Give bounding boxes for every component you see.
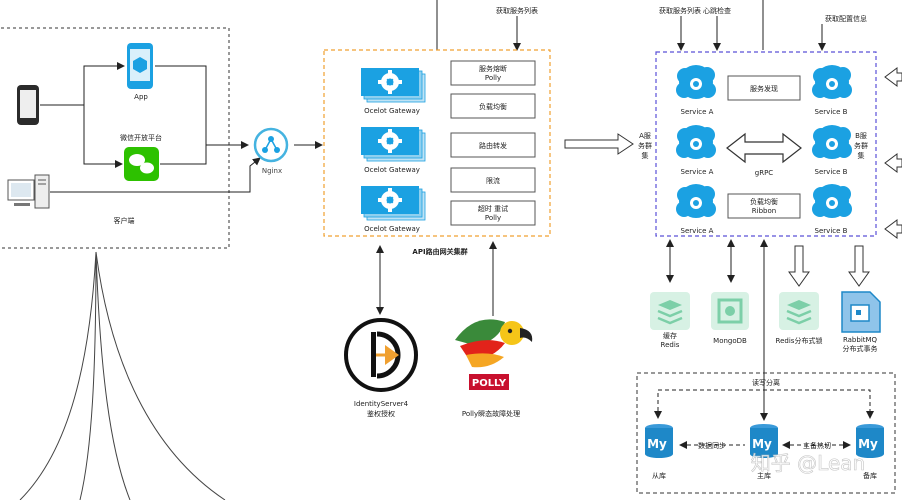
mongodb-icon <box>711 292 749 330</box>
wechat-label: 微信开放平台 <box>120 133 162 142</box>
ribbon-label: Ribbon <box>752 207 776 215</box>
redis-cache-icon <box>650 292 690 330</box>
hollow-down-arrows <box>788 245 870 287</box>
master-db-label: 主库 <box>757 471 771 480</box>
mysql-logo-text: My <box>858 437 878 451</box>
service-b-label: Service B <box>815 168 848 176</box>
ocelot-gateway-label: Ocelot Gateway <box>364 166 420 174</box>
service-a-label: Service A <box>681 168 714 176</box>
feature-line2: Polly <box>485 74 501 82</box>
cluster-b-label: B服 <box>855 132 867 140</box>
fetch-service-list-label-left: 获取服务列表 <box>496 6 538 15</box>
distributed-transaction-label: 分布式事务 <box>843 344 878 353</box>
gateway-feature-box: 限流 <box>450 167 536 193</box>
polly-parrot-logo-icon: POLLY <box>455 319 533 390</box>
top-arrows <box>436 0 826 51</box>
rabbitmq-label: RabbitMQ <box>843 336 878 344</box>
ocelot-gateway-label: Ocelot Gateway <box>364 107 420 115</box>
mysql-logo-text: My <box>647 437 667 451</box>
cloud-icon <box>676 184 716 218</box>
cluster-a-label: 集 <box>642 151 649 160</box>
read-write-split-label: 读写分离 <box>752 378 780 387</box>
service-cluster-border <box>655 51 877 237</box>
mysql-slave-icon: My <box>645 424 673 458</box>
identityserver-sublabel: 鉴权授权 <box>367 409 395 418</box>
client-area-border <box>0 27 230 249</box>
gateway-feature-box: 负载均衡 <box>450 93 536 119</box>
service-a-label: Service A <box>681 227 714 235</box>
database-area-border <box>636 372 896 494</box>
cloud-icon <box>812 125 852 159</box>
gear-icon <box>360 126 426 162</box>
cluster-b-label: 集 <box>858 151 865 160</box>
gateway-to-cluster-arrow <box>564 133 634 155</box>
service-a-label: Service A <box>681 108 714 116</box>
load-balance-ribbon-box: 负载均衡 Ribbon <box>727 193 801 219</box>
identityserver-logo-icon <box>344 318 418 392</box>
fetch-service-list-label-right: 获取服务列表 <box>659 6 701 15</box>
service-discovery-box: 服务发现 <box>727 75 801 101</box>
cloud-icon <box>812 184 852 218</box>
phone-icon <box>17 85 39 125</box>
fetch-config-label: 获取配置信息 <box>825 14 867 23</box>
gateway-cluster-label: API路由网关集群 <box>412 247 467 256</box>
data-sync-label: 数据同步 <box>698 441 726 450</box>
desktop-computer-icon <box>7 174 50 209</box>
feature-line1: 超时 重试 <box>478 204 508 213</box>
mongodb-label: MongoDB <box>713 337 747 345</box>
grpc-double-arrow <box>726 132 802 164</box>
app-label: App <box>134 93 148 101</box>
grpc-label: gRPC <box>755 169 774 177</box>
client-section-label: 客户端 <box>114 216 135 225</box>
redis-distributed-lock-icon <box>779 292 819 330</box>
cloud-icon <box>812 65 852 99</box>
incoming-arrows-right <box>884 67 902 239</box>
service-b-label: Service B <box>815 227 848 235</box>
feature-line1: 服务熔断 <box>479 64 507 73</box>
cluster-a-label: 务群 <box>638 141 652 150</box>
load-balance-label: 负载均衡 <box>750 197 778 206</box>
polly-caption: Polly瞬态故障处理 <box>462 409 520 418</box>
redis-label: Redis <box>661 341 680 349</box>
feature-line1: 负载均衡 <box>479 102 507 111</box>
client-connectors <box>40 62 323 193</box>
app-icon <box>127 43 153 89</box>
gateway-cluster-border <box>323 49 551 237</box>
mysql-master-icon: My <box>750 424 778 458</box>
hot-standby-label: 主备热切 <box>803 441 831 450</box>
redis-distributed-lock-label: Redis分布式锁 <box>776 336 823 345</box>
gear-icon <box>360 185 426 221</box>
feature-line1: 限流 <box>486 176 500 185</box>
watermark: 知乎 @Lean <box>751 451 865 475</box>
slave-db-label: 从库 <box>652 471 666 480</box>
wechat-icon <box>124 147 159 181</box>
nginx-label: Nginx <box>262 167 282 175</box>
backup-db-label: 备库 <box>863 471 877 480</box>
nginx-icon <box>253 127 289 163</box>
polly-logo-text: POLLY <box>472 378 507 389</box>
mysql-logo-text: My <box>752 437 772 451</box>
feature-line2: Polly <box>485 214 501 222</box>
identityserver-label: IdentityServer4 <box>354 400 409 408</box>
cloud-icon <box>676 125 716 159</box>
ocelot-gateway-label: Ocelot Gateway <box>364 225 420 233</box>
decorative-curves <box>19 251 226 500</box>
service-b-label: Service B <box>815 108 848 116</box>
gateway-feature-box: 超时 重试 Polly <box>450 200 536 226</box>
service-discovery-label: 服务发现 <box>750 84 778 93</box>
cloud-icon <box>676 65 716 99</box>
gateway-feature-box: 路由转发 <box>450 132 536 158</box>
database-connectors <box>654 389 874 449</box>
redis-cache-label: 缓存 <box>663 331 677 340</box>
heartbeat-check-label: 心跳检查 <box>703 6 731 15</box>
feature-line1: 路由转发 <box>479 141 507 150</box>
gear-icon <box>360 67 426 103</box>
cluster-a-label: A服 <box>639 132 651 140</box>
rabbitmq-icon <box>841 291 881 333</box>
gateway-feature-box: 服务熔断 Polly <box>450 60 536 86</box>
mysql-backup-icon: My <box>856 424 884 458</box>
cluster-b-label: 务群 <box>854 141 868 150</box>
